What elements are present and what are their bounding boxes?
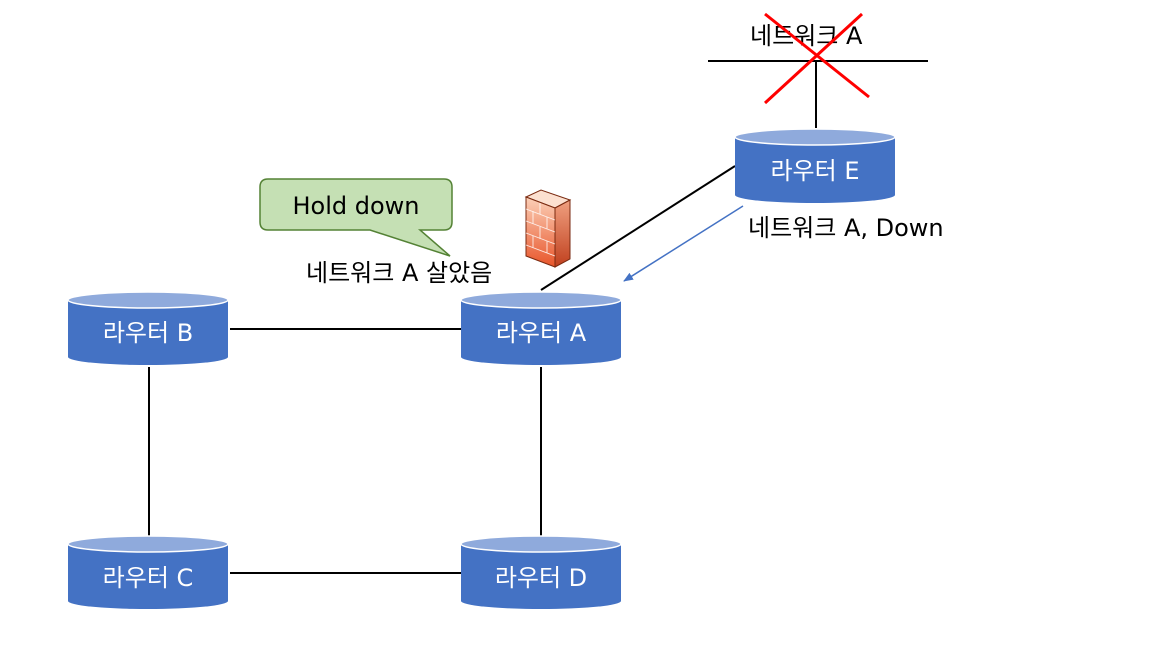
cross-mark-icon (763, 12, 870, 105)
router-d-label: 라우터 D (495, 564, 587, 592)
link-e-a (540, 165, 736, 291)
router-a: 라우터 A (460, 291, 622, 365)
router-a-label: 라우터 A (496, 319, 587, 347)
hold-down-callout: Hold down (259, 178, 453, 257)
firewall-icon (524, 189, 572, 268)
router-c-label: 라우터 C (103, 564, 194, 592)
router-d: 라우터 D (460, 535, 622, 609)
down-message: 네트워크 A, Down (748, 214, 944, 242)
router-b-label: 라우터 B (103, 319, 193, 347)
router-c: 라우터 C (67, 535, 229, 609)
alive-message: 네트워크 A 살았음 (306, 259, 492, 287)
router-e: 라우터 E (734, 128, 896, 203)
update-arrow (623, 205, 744, 282)
router-e-label: 라우터 E (770, 157, 859, 185)
router-b: 라우터 B (67, 291, 229, 365)
callout-text: Hold down (292, 192, 419, 220)
